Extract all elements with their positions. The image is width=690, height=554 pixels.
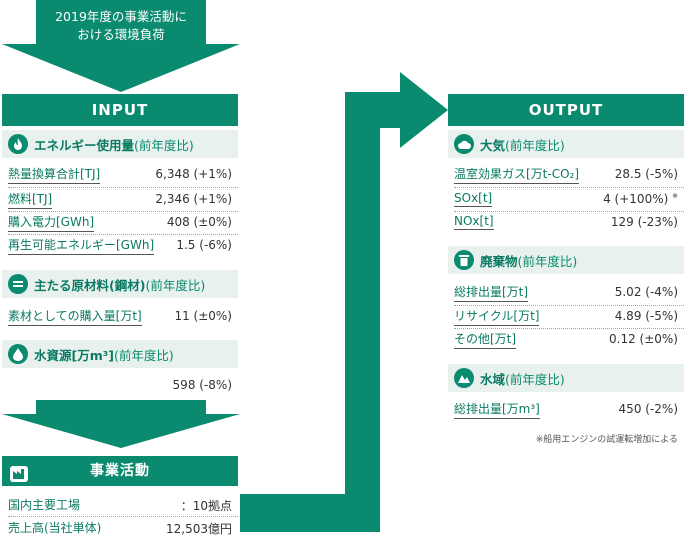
factory-icon [10,463,28,493]
output-path-arrow [240,72,448,532]
water-value: 598 (-8%) [172,378,232,392]
cloud-icon [454,134,474,154]
top-down-arrow [2,0,240,92]
footnote: ※船用エンジンの試運転増加による [535,435,678,445]
energy-subheader: エネルギー使用量(前年度比) [2,130,238,158]
steel-icon [8,274,28,294]
air-row-value: 28.5 (-5%) [614,167,678,181]
energy-note: (前年度比) [134,137,194,153]
input-header: INPUT [2,94,238,126]
water-drop-icon [8,344,28,364]
waterbody-row-label: 総排出量[万m³] [454,400,540,419]
water-row: 598 (-8%) [8,374,238,396]
materials-note: (前年度比) [145,277,206,293]
waste-subheader: 廃棄物(前年度比) [448,246,684,274]
business-title: 事業活動 [90,463,150,479]
materials-row-label: 素材としての購入量[万t] [8,307,142,326]
waterbody-row: 総排出量[万m³] 450 (-2%) [454,398,684,420]
business-row-label: 国内主要工場 [8,498,81,512]
top-box: 2019年度の事業活動に おける環境負荷 [36,8,206,44]
sox-footnote-mark: ※ [672,192,678,200]
business-row-value: ：10拠点 [180,498,232,513]
waste-row-label: 総排出量[万t] [454,283,529,302]
energy-row: 購入電力[GWh] 408 (±0%) [8,211,238,233]
trash-icon [454,250,474,270]
waterbody-note: (前年度比) [505,371,565,387]
waste-note: (前年度比) [517,253,578,269]
middle-down-arrow [2,400,240,448]
energy-row-label: 再生可能エネルギー[GWh] [8,236,155,255]
top-box-line2: おける環境負荷 [77,27,165,42]
waste-row: その他[万t] 0.12 (±0%) [454,328,684,350]
air-subheader: 大気(前年度比) [448,130,684,158]
sox-value: 4 (+100%) [603,192,669,206]
air-row: NOx[t] 129 (-23%) [454,211,684,233]
air-row: 温室効果ガス[万t-CO₂] 28.5 (-5%) [454,163,684,185]
energy-row-value: 6,348 (+1%) [155,167,232,181]
business-row: 国内主要工場 ：10拠点 [8,494,238,516]
air-row-label: NOx[t] [454,214,494,230]
waste-row: 総排出量[万t] 5.02 (-4%) [454,281,684,303]
materials-row: 素材としての購入量[万t] 11 (±0%) [8,305,238,327]
waste-row-value: 0.12 (±0%) [609,332,678,346]
air-note: (前年度比) [505,137,565,153]
water-area-icon [454,368,474,388]
output-header: OUTPUT [448,94,684,126]
air-title: 大気 [480,137,506,153]
energy-title: エネルギー使用量 [34,137,135,153]
waterbody-title: 水域 [480,371,506,387]
materials-row-value: 11 (±0%) [174,309,232,323]
water-note: (前年度比) [113,347,174,363]
business-row-value: 12,503億円 [166,521,232,536]
waste-row: リサイクル[万t] 4.89 (-5%) [454,305,684,327]
energy-row-label: 購入電力[GWh] [8,213,95,232]
flame-icon [8,134,28,154]
energy-row-label: 燃料[TJ] [8,190,53,209]
materials-title: 主たる原材料(鋼材) [34,277,146,293]
waste-row-value: 5.02 (-4%) [614,285,678,299]
materials-subheader: 主たる原材料(鋼材)(前年度比) [2,270,238,298]
air-row-value: 129 (-23%) [610,215,678,229]
waste-row-label: リサイクル[万t] [454,307,540,326]
energy-row: 再生可能エネルギー[GWh] 1.5 (-6%) [8,234,238,256]
air-row-value: 4 (+100%) ※ [603,192,684,206]
energy-row-label: 熱量換算合計[TJ] [8,165,101,184]
waterbody-row-value: 450 (-2%) [618,402,678,416]
water-subheader: 水資源[万m³](前年度比) [2,340,238,368]
waterbody-subheader: 水域(前年度比) [448,364,684,392]
air-row-label: 温室効果ガス[万t-CO₂] [454,165,580,184]
energy-row: 熱量換算合計[TJ] 6,348 (+1%) [8,163,238,185]
energy-row-value: 2,346 (+1%) [155,192,232,206]
air-row-label: SOx[t] [454,191,493,207]
energy-row: 燃料[TJ] 2,346 (+1%) [8,188,238,210]
business-row-label: 売上高(当社単体) [8,521,102,535]
waste-row-label: その他[万t] [454,330,517,349]
energy-row-value: 1.5 (-6%) [176,238,232,252]
water-title: 水資源[万m³] [34,347,114,363]
top-box-line1: 2019年度の事業活動に [55,9,187,24]
waste-row-value: 4.89 (-5%) [614,309,678,323]
waste-title: 廃棄物 [480,253,518,269]
business-row: 売上高(当社単体) 12,503億円 [8,517,238,539]
air-row: SOx[t] 4 (+100%) ※ [454,188,684,210]
energy-row-value: 408 (±0%) [166,215,232,229]
business-header: 事業活動 [2,456,238,486]
